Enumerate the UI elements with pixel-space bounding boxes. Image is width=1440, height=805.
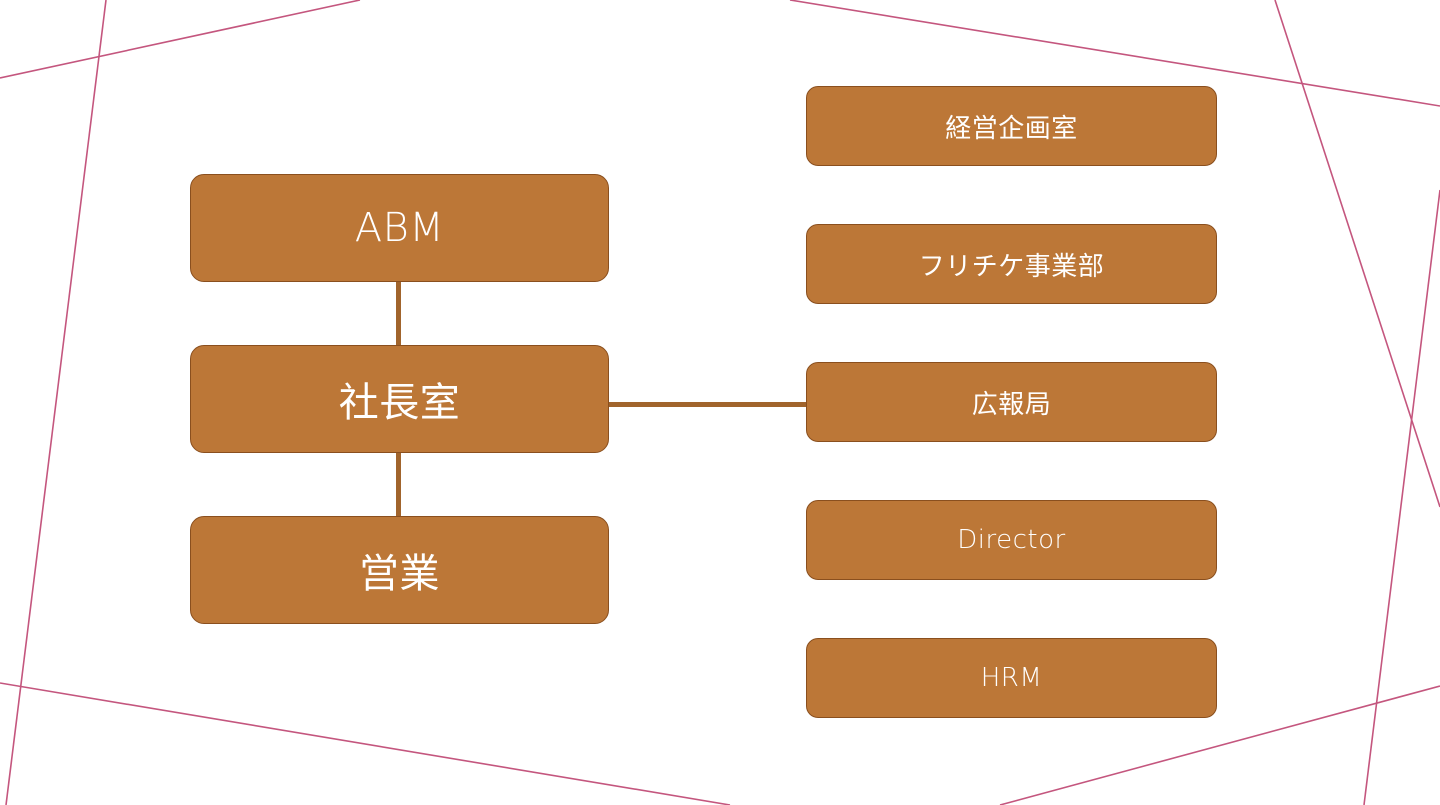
node-corporate-planning: 経営企画室 — [806, 86, 1217, 166]
node-corporate-planning-label: 経営企画室 — [945, 113, 1078, 144]
node-director-label: Director — [957, 525, 1066, 555]
connector-abm-president — [396, 282, 401, 345]
node-abm-label: ABM — [354, 205, 445, 251]
node-hrm-label: HRM — [980, 663, 1043, 693]
node-director: Director — [806, 500, 1217, 580]
connector-president-departments — [609, 402, 806, 407]
node-president-office-label: 社長室 — [338, 380, 461, 426]
node-public-relations: 広報局 — [806, 362, 1217, 442]
node-president-office: 社長室 — [190, 345, 609, 453]
node-free-ticket-division: フリチケ事業部 — [806, 224, 1217, 304]
node-public-relations-label: 広報局 — [971, 389, 1052, 420]
connector-president-sales — [396, 453, 401, 516]
node-hrm: HRM — [806, 638, 1217, 718]
node-sales: 営業 — [190, 516, 609, 624]
node-abm: ABM — [190, 174, 609, 282]
node-sales-label: 営業 — [359, 551, 440, 597]
node-free-ticket-division-label: フリチケ事業部 — [918, 251, 1105, 282]
